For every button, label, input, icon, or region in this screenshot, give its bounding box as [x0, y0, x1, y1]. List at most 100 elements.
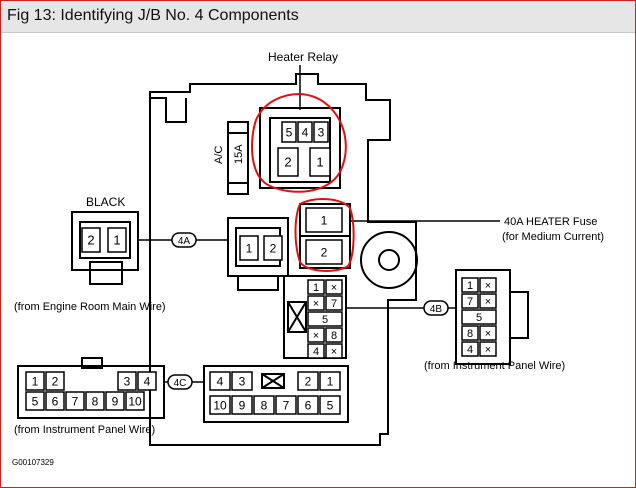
plug-4b-pin-label: 8 [467, 328, 473, 340]
plug-4b-pin-box [461, 277, 479, 293]
plug-4b-pin-label: 5 [476, 312, 482, 324]
black-pin-label: 1 [113, 233, 120, 248]
plug-4c-pin-box [25, 371, 45, 391]
relay-pin-box [313, 121, 329, 143]
socket-4b-pin-label: 4 [313, 346, 319, 358]
relay-pin-box [281, 121, 297, 143]
title-bar: Fig 13: Identifying J/B No. 4 Components [1, 1, 635, 33]
plug-4c-pin-box [125, 391, 145, 411]
plug-4b-pin-label: × [485, 328, 491, 340]
plug-4c-pin-box [25, 391, 45, 411]
plug-4b-pin-label: × [485, 296, 491, 308]
plug-4b-pin-label: 7 [467, 296, 473, 308]
socket-4b-pin-box [307, 295, 325, 311]
socket-4b-pin-label: × [331, 346, 337, 358]
tag-4b [423, 300, 449, 316]
plug-4b-pin-label: 1 [467, 280, 473, 292]
connector-4c-plug [17, 365, 165, 419]
plug-4b-pin-label: × [485, 280, 491, 292]
relay-pin-label: 4 [302, 125, 309, 139]
plug-4c-pin-label: 5 [32, 394, 39, 408]
tag-4a-label: 4A [178, 236, 191, 247]
black-pin-box [81, 227, 101, 253]
relay-pin-box [309, 147, 331, 177]
instrument-panel-right-label: (from Instrument Panel Wire) [424, 360, 565, 372]
tag-4c [167, 374, 193, 390]
socket-4b-pin-box [307, 343, 325, 359]
plug-4b-pin-label: × [485, 344, 491, 356]
plug-4b-pin-box [479, 293, 497, 309]
plug-4c-pin-box [85, 391, 105, 411]
socket-4c-pin-box [319, 371, 341, 391]
plug-4c-pin-label: 6 [52, 394, 59, 408]
socket-4c-pin-box [209, 371, 231, 391]
tag-4c-label: 4C [174, 378, 187, 389]
plug-4b-pin-box [461, 325, 479, 341]
plug-4c-pin-label: 9 [112, 394, 119, 408]
socket-4b-pin-box [325, 295, 343, 311]
plug-4c-pin-label: 8 [92, 394, 99, 408]
socket-4c-pin-box [297, 395, 319, 415]
socket-4b-pin-label: 1 [313, 282, 319, 294]
fuse-highlight [294, 198, 355, 272]
plug-4c-pin-label: 4 [144, 374, 151, 388]
relay-pin-label: 2 [284, 155, 291, 170]
plug-4b-pin-box [461, 309, 497, 325]
black-label: BLACK [86, 195, 125, 209]
socket-4c-pin-label: 1 [327, 374, 334, 388]
socket-4c-pin-label: 3 [239, 374, 246, 388]
socket-4b-pin-label: × [313, 298, 319, 310]
heater-relay-label: Heater Relay [268, 50, 338, 64]
socket-4b-pin-box [325, 343, 343, 359]
socket-4b-pin-box [307, 279, 325, 295]
plug-4c-pin-box [45, 371, 65, 391]
plug-4c-pin-box [137, 371, 157, 391]
plug-4b-pin-box [479, 325, 497, 341]
fuse-15a-label: 15A [233, 144, 245, 164]
relay-pin-label: 1 [316, 155, 323, 170]
fuse-ac-label: A/C [213, 146, 225, 164]
socket-4c-pin-label: 8 [261, 398, 268, 412]
socket-4c-pin-box [319, 395, 341, 415]
black-connector [71, 211, 139, 271]
socket-4b-pin-label: 7 [331, 298, 337, 310]
socket-4c-pin-box [231, 395, 253, 415]
socket-4b-pin-label: × [331, 282, 337, 294]
socket-4b-pin-label: × [313, 330, 319, 342]
socket-4b-pin-label: 5 [322, 314, 328, 326]
heater-fuse-label: 40A HEATER Fuse [504, 216, 597, 228]
plug-4b-pin-label: 4 [467, 344, 473, 356]
relay-highlight [251, 92, 347, 193]
plug-4b-pin-box [479, 277, 497, 293]
plug-4c-pin-label: 7 [72, 394, 79, 408]
fuse-pin-box [305, 239, 343, 265]
junction-block-outline [149, 73, 417, 446]
round-component [360, 231, 418, 289]
socket-4c-pin-box [231, 371, 253, 391]
socket-4b-pin-label: 8 [331, 330, 337, 342]
fuse-pin-box [305, 207, 343, 233]
plug-4c-pin-box [45, 391, 65, 411]
relay-pin-label: 3 [318, 125, 325, 139]
plug-4b-pin-box [461, 341, 479, 357]
tag-4a [171, 232, 197, 248]
socket-4c-pin-label: 2 [305, 374, 312, 388]
socket-4c-pin-label: 5 [327, 398, 334, 412]
plug-4b-pin-box [461, 293, 479, 309]
block-notch-left [150, 97, 187, 123]
black-pin-label: 2 [87, 233, 94, 248]
socket-4c-pin-label: 10 [213, 398, 227, 412]
heater-fuse-sub-label: (for Medium Current) [502, 231, 604, 243]
socket-4a-pin-label: 2 [270, 241, 277, 255]
plug-4c-pin-label: 10 [128, 394, 142, 408]
socket-4a-pin-label: 1 [246, 241, 253, 255]
socket-4c-pin-box [275, 395, 297, 415]
socket-4c-pin-box [253, 395, 275, 415]
relay-pin-box [297, 121, 313, 143]
engine-room-label: (from Engine Room Main Wire) [14, 301, 166, 313]
instrument-panel-left-label: (from Instrument Panel Wire) [14, 424, 155, 436]
fuse-pin-label: 2 [321, 245, 328, 259]
socket-4b-pin-box [325, 327, 343, 343]
relay-pin-box [277, 147, 299, 177]
